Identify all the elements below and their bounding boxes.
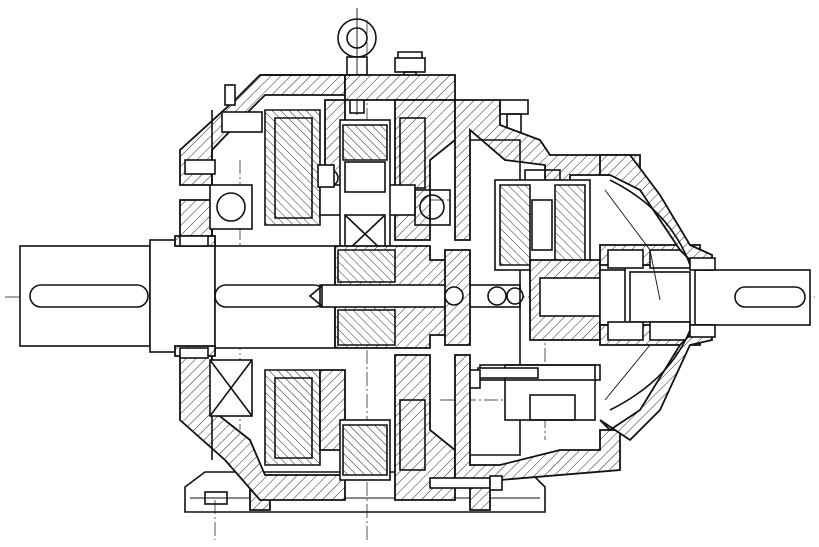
bolts xyxy=(184,84,539,491)
left-output-shaft xyxy=(19,235,336,357)
left-housing xyxy=(179,74,346,501)
intermediate-gear xyxy=(319,119,451,481)
base-foot xyxy=(184,471,546,513)
seals xyxy=(179,235,716,359)
first-stage-gearset xyxy=(308,245,524,349)
second-stage-gearset xyxy=(479,179,601,421)
fan-icon xyxy=(599,154,713,442)
left-bearings xyxy=(209,184,253,417)
